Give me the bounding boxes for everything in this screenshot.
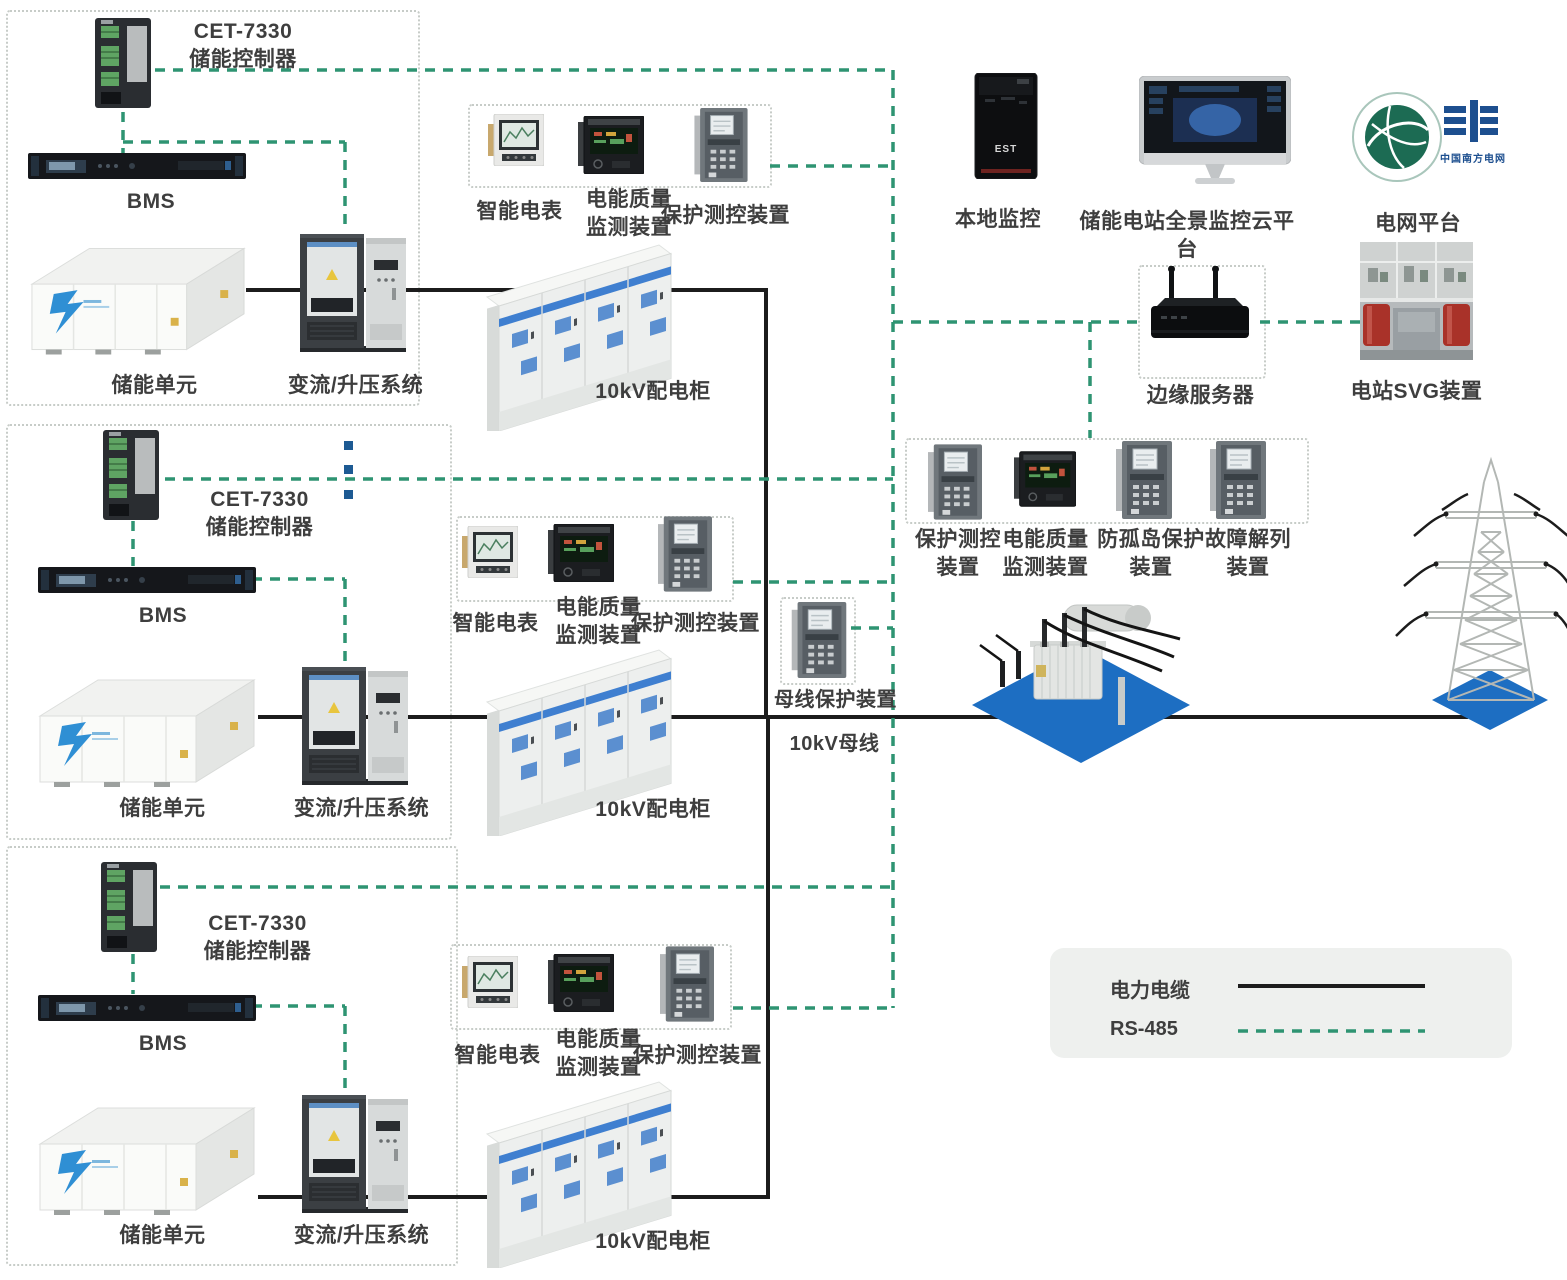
protection-relay-2-label: 保护测控装置 [631, 612, 760, 635]
cabinet-2-label: 10kV配电柜 [595, 798, 711, 821]
transmission-tower-image [1388, 448, 1567, 764]
meter-group-1-box [468, 104, 772, 188]
bms-2-image [38, 564, 256, 596]
power-cable-lines [246, 288, 1468, 1199]
continuation-dot [344, 465, 353, 474]
storage-unit-3-image [33, 1098, 259, 1218]
power-line-group3 [258, 717, 770, 1199]
converter-1-image [300, 226, 406, 353]
local-monitor-screen-text: EST [994, 144, 1018, 155]
storage-unit-3-label: 储能单元 [119, 1224, 206, 1247]
protection-relay-2-image [658, 516, 712, 592]
smart-meter-3-label: 智能电表 [454, 1044, 541, 1067]
storage-unit-1-image [26, 238, 248, 358]
storage-unit-1-label: 储能单元 [111, 374, 198, 397]
storage-group-2-box [6, 424, 452, 840]
legend-power-cable-label: 电力电缆 [1110, 980, 1190, 1002]
converter-2-label: 变流/升压系统 [293, 797, 430, 820]
converter-3-label: 变流/升压系统 [293, 1224, 430, 1247]
storage-group-1-box [6, 10, 420, 406]
protection-relay-3-label: 保护测控装置 [633, 1044, 762, 1067]
bus-label: 10kV母线 [789, 733, 880, 755]
continuation-dot [344, 490, 353, 499]
pq-monitor-1-label: 电能质量 监测装置 [586, 188, 672, 239]
controller-1-label: CET-7330 储能控制器 [189, 20, 297, 71]
storage-controller-2-image [101, 428, 163, 524]
legend-rs485-label: RS-485 [1110, 1018, 1178, 1040]
pq-monitor-3-image [548, 954, 614, 1012]
cabinet-1-label: 10kV配电柜 [595, 380, 711, 403]
meter-group-2-box [456, 516, 734, 602]
bms-1-image [28, 150, 246, 182]
bus-protection-device-image [791, 602, 847, 678]
station-svg-device-image [1360, 242, 1473, 360]
cabinet-3-label: 10kV配电柜 [595, 1230, 711, 1253]
anti-islanding-label: 防孤岛保护 装置 [1097, 528, 1205, 579]
power-line-group1 [246, 288, 768, 719]
bms-3-label: BMS [138, 1032, 188, 1055]
transformer-image [966, 585, 1196, 767]
controller-3-label: CET-7330 储能控制器 [203, 912, 312, 963]
pq-monitor-3-label: 电能质量 监测装置 [555, 1028, 642, 1079]
protection-relay-3-image [660, 946, 714, 1022]
protection-row-box [905, 438, 1309, 524]
bus-protection-label: 母线保护装置 [774, 689, 897, 711]
bms-2-label: BMS [138, 604, 188, 627]
controller-2-label: CET-7330 储能控制器 [205, 488, 314, 539]
storage-unit-2-label: 储能单元 [119, 797, 206, 820]
pq-monitor-row-label: 电能质量 监测装置 [1002, 528, 1089, 579]
grid-platform-label: 电网平台 [1375, 212, 1461, 235]
cloud-platform-label: 储能电站全景监控云平台 [1079, 210, 1295, 261]
edge-server-label: 边缘服务器 [1146, 384, 1255, 407]
smart-meter-1-label: 智能电表 [476, 200, 563, 223]
local-monitor-label: 本地监控 [955, 208, 1041, 231]
state-grid-logo-icon [1350, 90, 1444, 184]
protection-relay-1-label: 保护测控装置 [661, 204, 790, 227]
southern-grid-logo-icon [1442, 98, 1502, 148]
southern-grid-logo-text: 中国南方电网 [1440, 154, 1506, 165]
legend-line-samples [1238, 984, 1425, 1033]
bus-protection-box [780, 597, 856, 685]
fault-splitting-device-image [1210, 440, 1266, 520]
storage-controller-3-image [99, 860, 161, 956]
storage-unit-2-image [33, 670, 259, 790]
cloud-platform-monitor-image [1139, 76, 1291, 188]
converter-2-image [302, 659, 408, 786]
anti-islanding-device-image [1116, 440, 1172, 520]
bms-1-label: BMS [126, 190, 176, 213]
smart-meter-1-image [488, 114, 544, 166]
pq-monitor-device-image [1014, 450, 1076, 508]
smart-meter-2-label: 智能电表 [452, 612, 539, 635]
legend: 电力电缆 RS-485 [1050, 948, 1512, 1058]
smart-meter-3-image [462, 956, 518, 1008]
protection-measure-label: 保护测控 装置 [915, 528, 1001, 579]
converter-1-label: 变流/升压系统 [287, 374, 424, 397]
pq-monitor-1-image [578, 116, 644, 174]
pq-monitor-2-label: 电能质量 监测装置 [555, 596, 642, 647]
pq-monitor-2-image [548, 524, 614, 582]
converter-3-image [302, 1087, 408, 1214]
station-svg-label: 电站SVG装置 [1350, 380, 1483, 403]
protection-relay-1-image [694, 108, 748, 182]
bms-3-image [38, 992, 256, 1024]
edge-server-image [1147, 266, 1253, 350]
fault-splitting-label: 故障解列 装置 [1205, 528, 1291, 579]
storage-controller-1-image [93, 16, 155, 112]
storage-group-3-box [6, 846, 458, 1266]
meter-group-3-box [450, 944, 732, 1030]
rs485-lines [121, 68, 1360, 1090]
local-monitor-tower-image [973, 73, 1039, 179]
protection-measure-device-image [928, 444, 982, 520]
smart-meter-2-image [462, 526, 518, 578]
continuation-dot [344, 441, 353, 450]
